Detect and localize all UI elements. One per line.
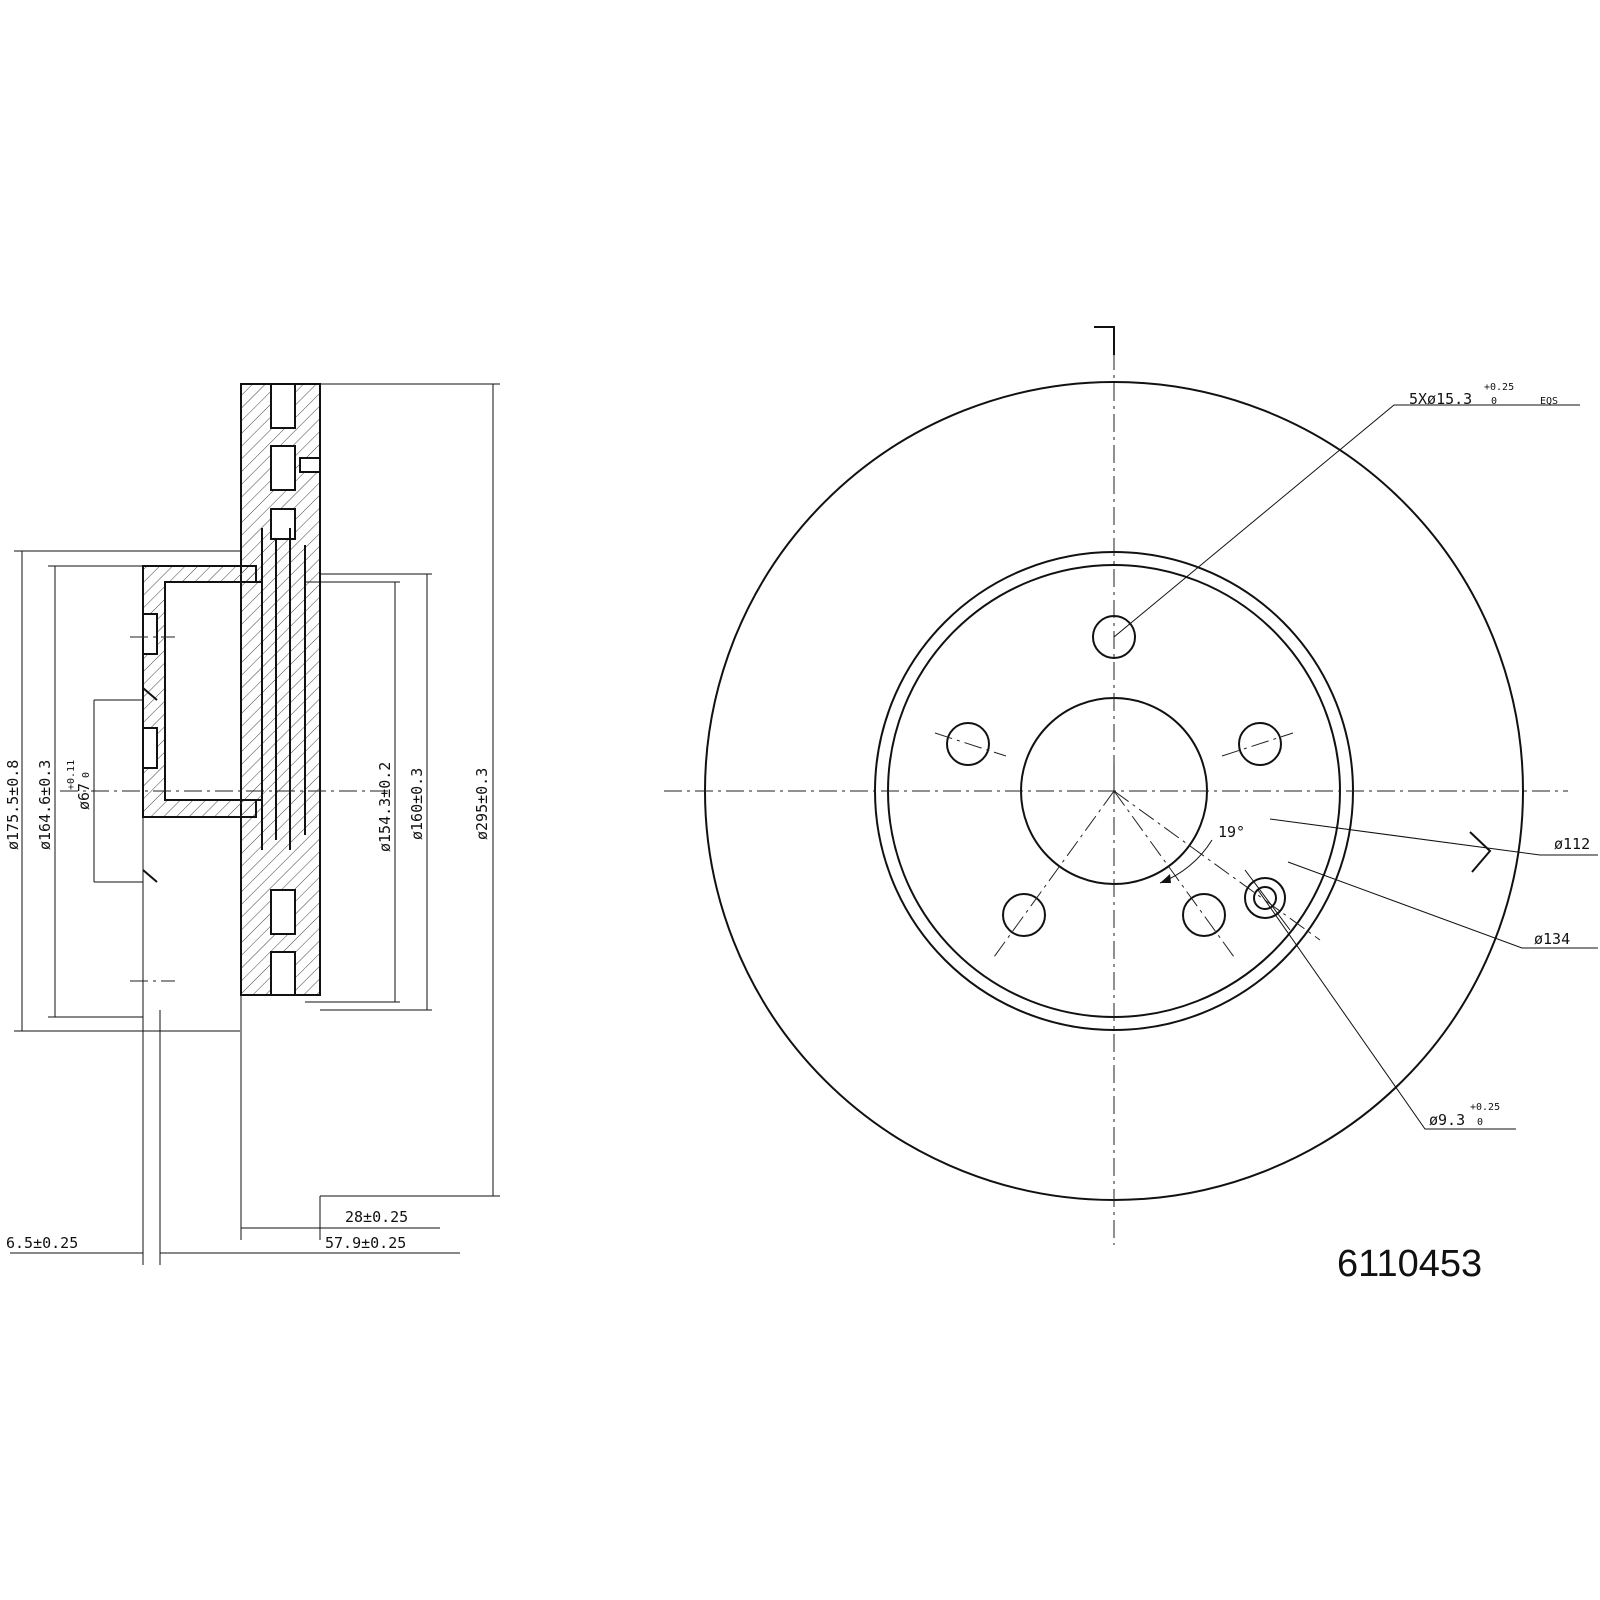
bolt-eqs: EQS <box>1540 396 1558 407</box>
dim-67: ø67 <box>75 783 93 810</box>
dim-175: ø175.5±0.8 <box>4 760 22 850</box>
locating-pin-hole <box>1244 877 1286 919</box>
bolt-tol-upper: +0.25 <box>1484 382 1514 393</box>
bolt-hole <box>1002 893 1046 937</box>
dim-height: 57.9±0.25 <box>325 1234 406 1252</box>
section-dimensions <box>10 383 500 1265</box>
pin-tol-lower: 0 <box>1477 1117 1483 1128</box>
dim-thickness: 28±0.25 <box>345 1208 408 1226</box>
section-view <box>60 383 390 996</box>
front-leaders <box>1113 404 1598 1130</box>
dim-67-tol-upper: +0.11 <box>66 760 77 790</box>
dim-160: ø160±0.3 <box>408 768 426 840</box>
dim-164: ø164.6±0.3 <box>36 760 54 850</box>
bolt-hole <box>1238 722 1282 766</box>
hat-section <box>142 565 257 818</box>
dim-295: ø295±0.3 <box>473 768 491 840</box>
pcd-112: ø112 <box>1554 835 1590 853</box>
pin-tol-upper: +0.25 <box>1470 1102 1500 1113</box>
dim-154: ø154.3±0.2 <box>376 762 394 852</box>
bolt-tol-lower: 0 <box>1491 396 1497 407</box>
bolt-hole <box>1182 893 1226 937</box>
pin-hole-callout: ø9.3 <box>1429 1111 1465 1129</box>
front-view <box>664 326 1568 1245</box>
bolt-holes-callout: 5Xø15.3 <box>1409 390 1472 408</box>
bolt-hole <box>946 722 990 766</box>
part-number: 6110453 <box>1337 1243 1482 1285</box>
dim-67-tol-lower: 0 <box>81 772 92 778</box>
locating-pin-hole-inner <box>1253 886 1277 910</box>
pcd-134: ø134 <box>1534 930 1570 948</box>
angle-19: 19° <box>1218 823 1245 841</box>
dim-hat-wall: 6.5±0.25 <box>6 1234 78 1252</box>
